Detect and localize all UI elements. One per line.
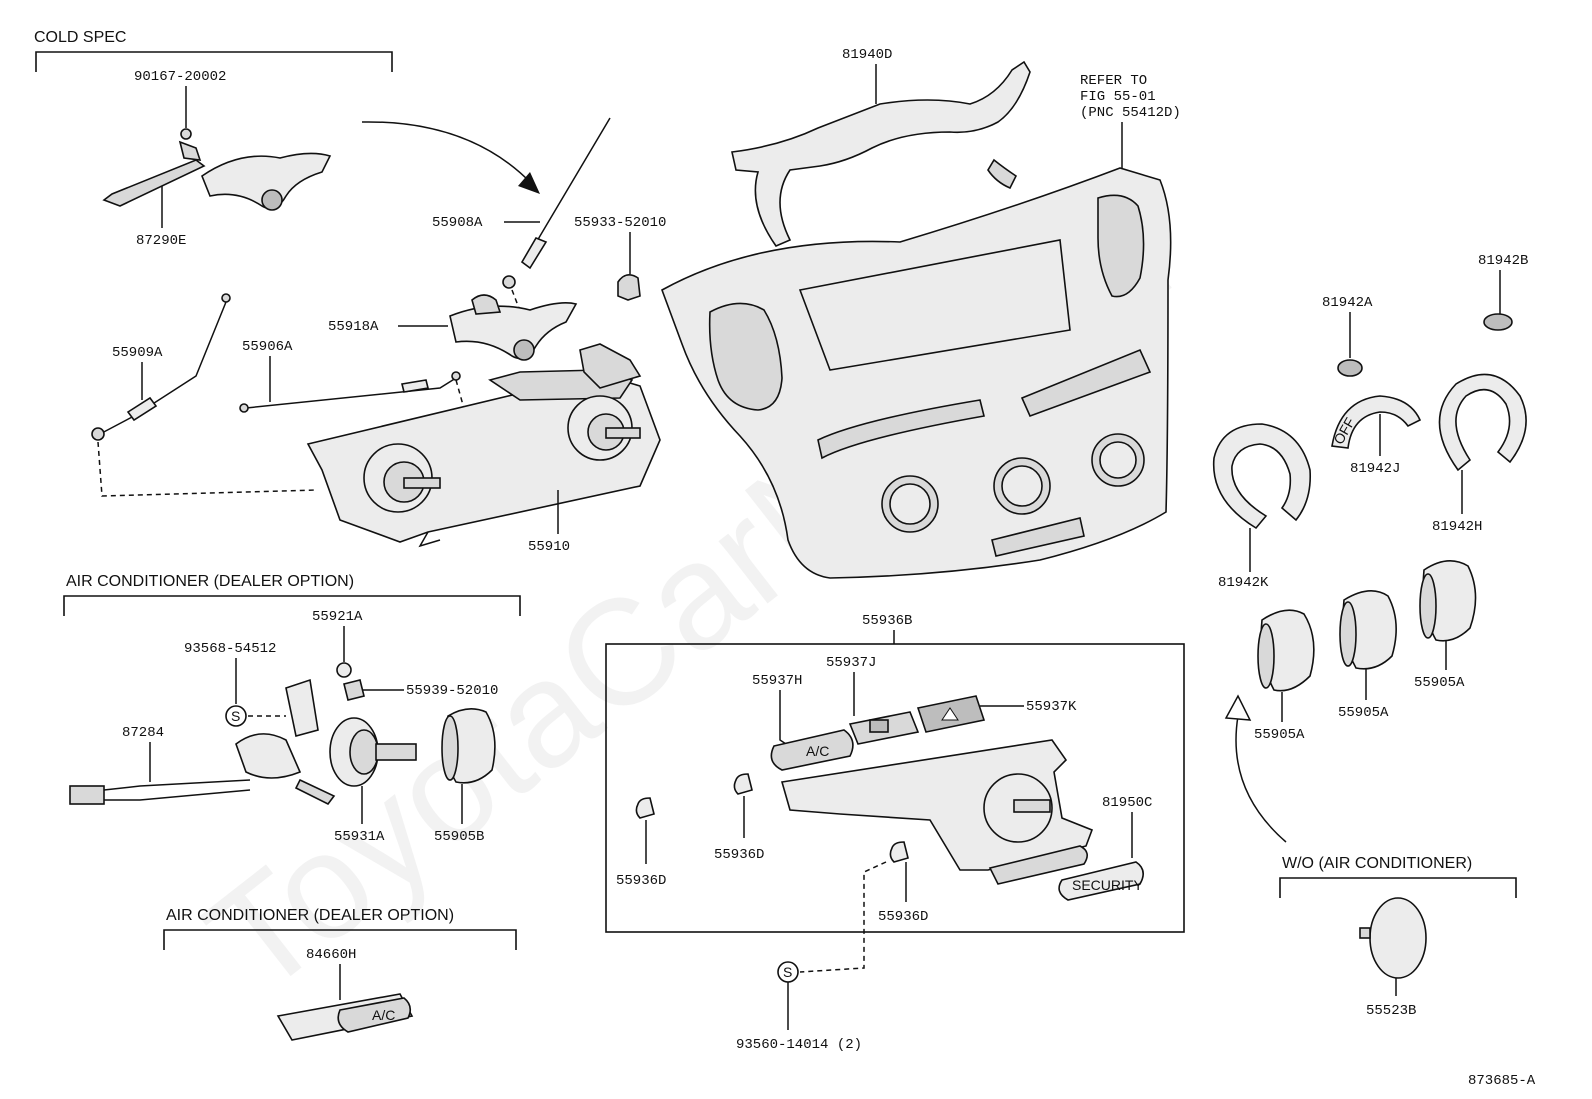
security-mark: SECURITY <box>1072 877 1143 893</box>
section-title-ac-dealer-1: AIR CONDITIONER (DEALER OPTION) <box>66 573 354 590</box>
right-side-group: 81942B 81942A OFF 81942J 81942H 81942K 5… <box>1212 253 1528 1019</box>
label-55523B: 55523B <box>1366 1003 1416 1019</box>
refer-note-line3: (PNC 55412D) <box>1080 105 1181 121</box>
arrow-head <box>518 172 540 194</box>
up-arrow <box>1235 715 1287 843</box>
label-81942A: 81942A <box>1322 295 1373 311</box>
label-55937H: 55937H <box>752 673 802 689</box>
bulb-55936D-2 <box>733 773 753 795</box>
part-87290E <box>102 128 332 211</box>
wo-ac-bracket <box>1279 877 1517 898</box>
figure-code: 873685-A <box>1468 1073 1536 1089</box>
part-55910 <box>306 343 661 548</box>
part-81942B <box>1483 313 1513 331</box>
label-55936D-3: 55936D <box>878 909 928 925</box>
svg-text:S: S <box>783 964 792 980</box>
label-55936D-2: 55936D <box>714 847 764 863</box>
part-55931A <box>329 717 417 787</box>
knob-55905A-1 <box>1257 609 1315 692</box>
label-87290E: 87290E <box>136 233 186 249</box>
label-81942B: 81942B <box>1478 253 1528 269</box>
part-81940D <box>731 60 1031 247</box>
label-55933-52010: 55933-52010 <box>574 215 666 231</box>
knob-55905A-3 <box>1419 560 1477 642</box>
label-55909A: 55909A <box>112 345 163 361</box>
svg-text:S: S <box>231 708 240 724</box>
label-55939-52010: 55939-52010 <box>406 683 498 699</box>
label-55908A: 55908A <box>432 215 483 231</box>
label-55937K: 55937K <box>1026 699 1077 715</box>
label-81942J: 81942J <box>1350 461 1400 477</box>
label-55936B: 55936B <box>862 613 912 629</box>
switch-55937H: A/C <box>770 729 854 771</box>
label-55905B: 55905B <box>434 829 484 845</box>
label-55905A-1: 55905A <box>1254 727 1305 743</box>
label-55906A: 55906A <box>242 339 293 355</box>
part-55921A <box>336 662 352 678</box>
heater-control-group: 55908A 55933-52010 55918A 55909A 55906A <box>91 117 666 555</box>
part-84660H: A/C <box>276 993 414 1041</box>
refer-note-line2: FIG 55-01 <box>1080 89 1156 105</box>
switch-panel-section: 55936B 55937J 55937H A/C 55937K <box>605 613 1185 933</box>
label-81942K: 81942K <box>1218 575 1269 591</box>
instrument-cluster-bezel <box>661 167 1172 579</box>
label-55921A: 55921A <box>312 609 363 625</box>
screw-93560-group: S 93560-14014 (2) <box>736 861 887 1053</box>
label-55931A: 55931A <box>334 829 385 845</box>
switch-55937J <box>848 711 920 745</box>
switch-bracket <box>780 739 1094 885</box>
label-55910: 55910 <box>528 539 570 555</box>
label-81950C: 81950C <box>1102 795 1152 811</box>
direction-arrow <box>361 121 533 185</box>
up-arrow-head <box>1224 694 1252 721</box>
section-title-ac-dealer-2: AIR CONDITIONER (DEALER OPTION) <box>166 907 454 924</box>
ac-dealer-option-1-section: AIR CONDITIONER (DEALER OPTION) 55921A 9… <box>63 573 521 845</box>
knob-55905A-2 <box>1339 590 1397 670</box>
label-87284: 87284 <box>122 725 164 741</box>
part-81942J <box>1331 395 1422 449</box>
label-55905A-3: 55905A <box>1414 675 1465 691</box>
switch-55937K <box>916 695 986 733</box>
part-55523B <box>1359 897 1427 979</box>
part-81942A <box>1337 359 1363 377</box>
label-55918A: 55918A <box>328 319 379 335</box>
label-93568-54512: 93568-54512 <box>184 641 276 657</box>
label-55936D-1: 55936D <box>616 873 666 889</box>
section-title-wo-ac: W/O (AIR CONDITIONER) <box>1282 855 1472 872</box>
label-81940D: 81940D <box>842 47 892 63</box>
top-center-group: 81940D REFER TO FIG 55-01 (PNC 55412D) <box>661 47 1181 579</box>
bulb-55936D-3 <box>889 841 909 863</box>
bulb-55936D-1 <box>635 797 655 819</box>
label-90167-20002: 90167-20002 <box>134 69 226 85</box>
label-93560-14014: 93560-14014 (2) <box>736 1037 862 1053</box>
ac-dealer-2-bracket <box>163 929 517 950</box>
label-81942H: 81942H <box>1432 519 1482 535</box>
s-symbol-2: S <box>777 961 799 983</box>
cold-spec-bracket <box>35 51 393 72</box>
s-symbol-1: S <box>225 705 247 727</box>
part-55905B <box>441 708 496 784</box>
cold-spec-section: COLD SPEC 90167-20002 87290E <box>34 29 393 249</box>
ac-switch-mark-2: A/C <box>372 1007 395 1023</box>
part-87284 <box>69 678 336 806</box>
part-81942K <box>1212 423 1312 530</box>
section-title-cold-spec: COLD SPEC <box>34 29 126 46</box>
label-55905A-2: 55905A <box>1338 705 1389 721</box>
part-81942H <box>1438 373 1527 472</box>
ac-dealer-1-bracket <box>63 595 521 616</box>
refer-note-line1: REFER TO <box>1080 73 1147 89</box>
label-84660H: 84660H <box>306 947 356 963</box>
part-55939-52010 <box>343 679 365 701</box>
ac-dealer-option-2-section: AIR CONDITIONER (DEALER OPTION) 84660H A… <box>163 907 517 1041</box>
part-81950C: SECURITY <box>1058 861 1144 901</box>
label-55937J: 55937J <box>826 655 876 671</box>
ac-switch-mark: A/C <box>806 743 829 759</box>
switch-panel-box <box>605 643 1185 933</box>
